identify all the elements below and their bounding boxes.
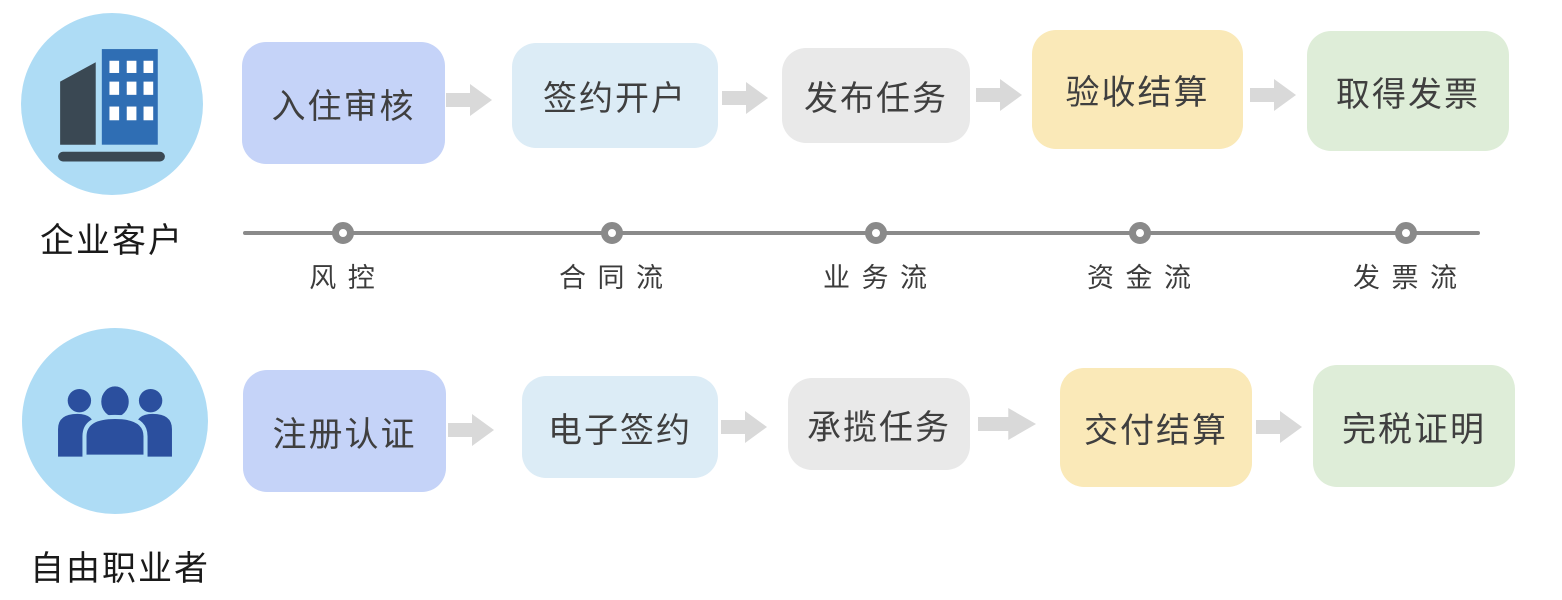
enterprise-role-circle: [21, 13, 203, 195]
enterprise-step-sign-open-account: 签约开户: [512, 43, 718, 148]
enterprise-step-publish-task: 发布任务: [782, 48, 970, 143]
freelancer-step-register-certify: 注册认证: [243, 370, 446, 492]
flow-arrow-icon: [976, 79, 1022, 111]
timeline-label-contract-flow: 合 同 流: [558, 263, 665, 293]
flow-arrow-icon: [448, 414, 494, 446]
timeline-dot: [601, 222, 623, 244]
enterprise-step-acceptance-settlement: 验收结算: [1032, 30, 1243, 149]
flow-arrow-icon: [978, 408, 1036, 440]
flow-arrow-icon: [1250, 79, 1296, 111]
enterprise-step-entry-review: 入住审核: [242, 42, 445, 164]
freelancer-role-circle: [22, 328, 208, 514]
building-icon: [58, 49, 165, 162]
team-icon: [58, 385, 172, 457]
freelancer-step-delivery-settlement: 交付结算: [1060, 368, 1252, 487]
timeline-label-risk-control: 风 控: [309, 263, 377, 293]
timeline-line: [243, 231, 1480, 235]
flow-arrow-icon: [721, 411, 767, 443]
flow-arrow-icon: [722, 82, 768, 114]
flow-arrow-icon: [1256, 411, 1302, 443]
timeline-label-business-flow: 业 务 流: [822, 263, 929, 293]
enterprise-step-receive-invoice: 取得发票: [1307, 31, 1509, 151]
timeline-dot: [865, 222, 887, 244]
freelancer-step-undertake-task: 承揽任务: [788, 378, 970, 470]
timeline-label-invoice-flow: 发 票 流: [1352, 263, 1459, 293]
flow-arrow-icon: [446, 84, 492, 116]
enterprise-role-label: 企业客户: [40, 222, 184, 260]
freelancer-role-label: 自由职业者: [30, 550, 210, 588]
timeline-dot: [332, 222, 354, 244]
freelancer-step-tax-certificate: 完税证明: [1313, 365, 1515, 487]
timeline-label-capital-flow: 资 金 流: [1086, 263, 1193, 293]
freelancer-step-e-sign: 电子签约: [522, 376, 718, 478]
timeline-dot: [1129, 222, 1151, 244]
timeline-dot: [1395, 222, 1417, 244]
